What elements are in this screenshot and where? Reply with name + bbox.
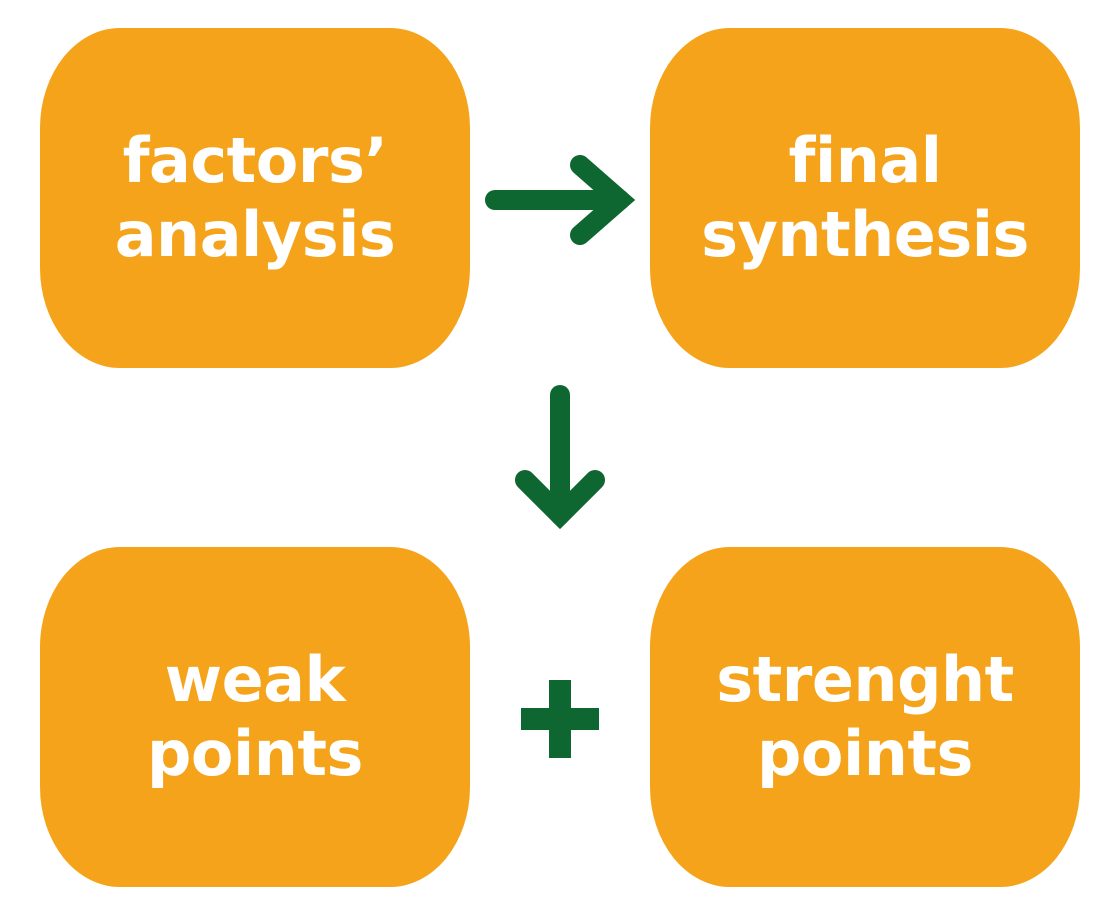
- weak-points-line2: points: [147, 717, 363, 790]
- final-synthesis-box: final synthesis: [650, 28, 1080, 368]
- factors-analysis-line1: factors’: [122, 124, 388, 197]
- arrow-down-icon: [515, 385, 605, 530]
- weak-points-box: weak points: [40, 547, 470, 887]
- final-synthesis-line1: final: [788, 124, 942, 197]
- factors-analysis-box: factors’ analysis: [40, 28, 470, 368]
- weak-points-line1: weak: [164, 643, 346, 716]
- arrow-right-icon: [485, 155, 636, 245]
- final-synthesis-line2: synthesis: [701, 198, 1029, 271]
- strength-points-line2: points: [757, 717, 973, 790]
- strength-points-line1: strenght: [716, 643, 1014, 716]
- strength-points-box: strenght points: [650, 547, 1080, 887]
- plus-icon: [521, 680, 599, 758]
- factors-analysis-line2: analysis: [114, 198, 396, 271]
